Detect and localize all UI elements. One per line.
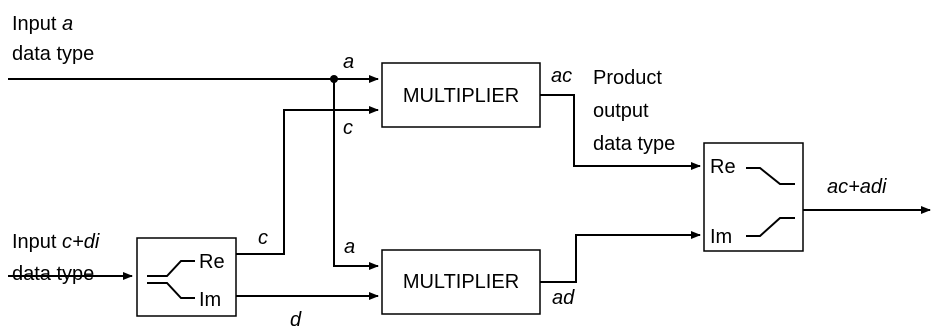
input-a-datatype-label: data type bbox=[12, 43, 94, 65]
combiner-glyph-im bbox=[746, 217, 795, 237]
product-output-line2: output bbox=[593, 100, 649, 122]
splitter-re-label: Re bbox=[199, 251, 225, 273]
combiner-re-label: Re bbox=[710, 156, 736, 178]
product-output-line1: Product bbox=[593, 67, 662, 89]
signal-ac-label: ac bbox=[551, 65, 572, 87]
wire-c-to-top-mult bbox=[236, 106, 379, 255]
multiplier-bottom-block bbox=[381, 249, 541, 315]
input-cdi-datatype-label: data type bbox=[12, 263, 94, 285]
signal-c-top-label: c bbox=[343, 117, 353, 139]
wire-a-to-bottom-mult bbox=[333, 79, 379, 270]
signal-a-bottom-label: a bbox=[344, 236, 355, 258]
multiplier-bottom-label: MULTIPLIER bbox=[403, 271, 519, 293]
wire-ac-to-combiner bbox=[540, 94, 701, 170]
signal-c-split-label: c bbox=[258, 227, 268, 249]
signal-a-top-label: a bbox=[343, 51, 354, 73]
combiner-glyph-re bbox=[746, 167, 795, 185]
splitter-im-label: Im bbox=[199, 289, 221, 311]
wire-ad-to-combiner bbox=[540, 231, 701, 283]
multiplier-top-label: MULTIPLIER bbox=[403, 85, 519, 107]
signal-ad-label: ad bbox=[552, 287, 575, 309]
product-output-line3: data type bbox=[593, 133, 675, 155]
output-label: ac+adi bbox=[827, 176, 887, 198]
input-cdi-label: Input c+di bbox=[12, 231, 100, 253]
splitter-glyph-im bbox=[147, 282, 195, 299]
signal-d-split-label: d bbox=[290, 309, 302, 329]
input-a-label: Input a bbox=[12, 13, 73, 35]
re-im-combiner-block bbox=[703, 142, 804, 252]
combiner-im-label: Im bbox=[710, 226, 732, 248]
splitter-glyph-re bbox=[147, 260, 195, 277]
